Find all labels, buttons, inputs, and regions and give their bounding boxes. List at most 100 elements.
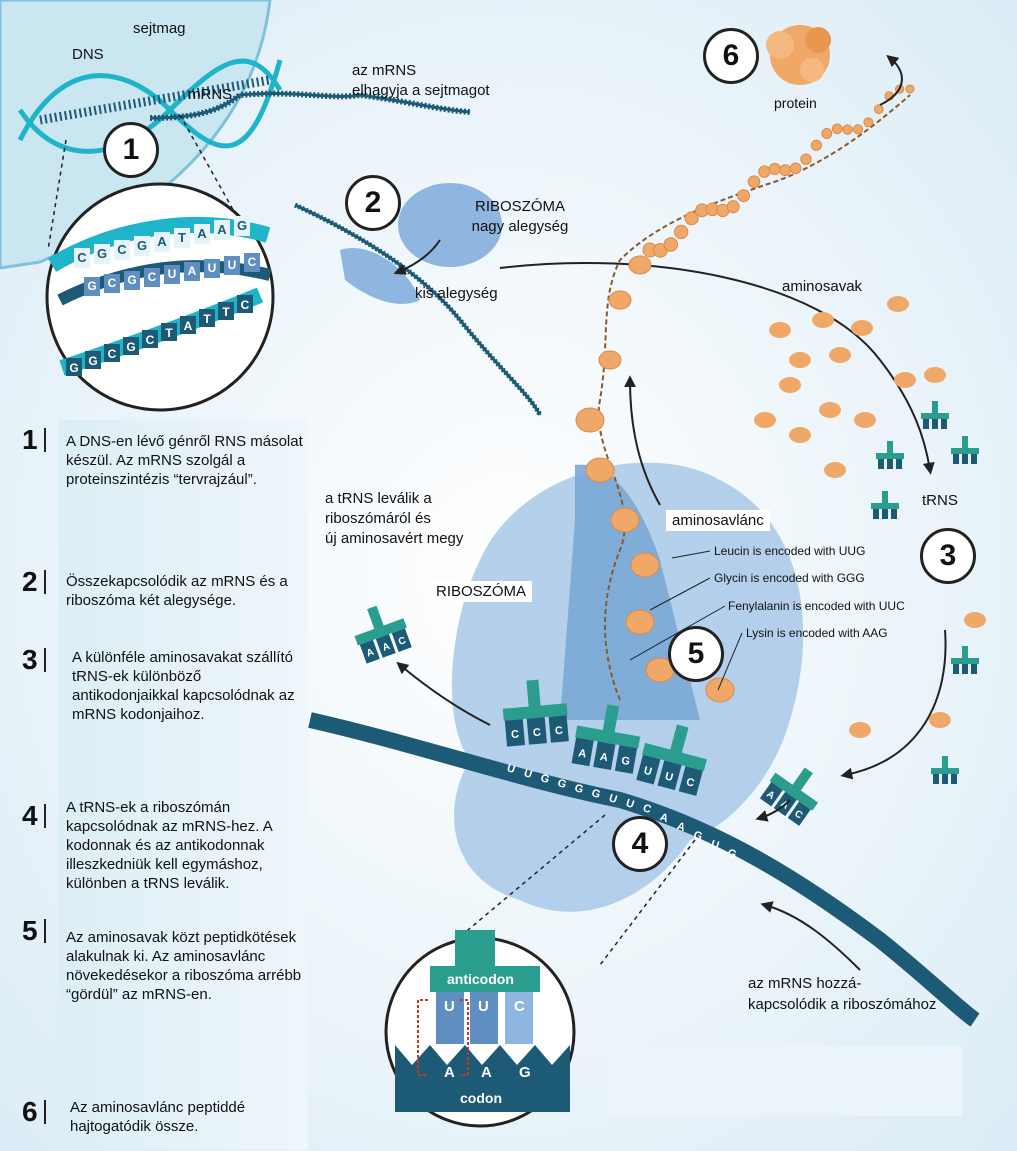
rna-base: C [108,276,117,290]
chain-tail-aminoacid [684,211,699,226]
bound-anticodon-base: A [599,751,609,764]
base-tile [74,248,90,268]
dna-bottom-base: A [184,319,193,333]
chain-tail-aminoacid [726,200,740,214]
dna-bottom-tile [199,309,215,327]
rna-base: U [208,261,217,275]
aminoacids-label: aminosavak [782,278,863,295]
free-aminoacid [779,377,801,393]
dna-bottom-base: T [222,305,230,319]
free-aminoacid [754,412,776,428]
mrna-base: G [590,787,602,801]
zoom-anticodon-1: U [444,998,455,1015]
chain-tail-aminoacid [674,224,689,240]
step-4-text: A tRNS-ek a riboszómán kapcsolódnak az m… [66,799,272,892]
dna-helix [17,58,283,154]
trna-leaves-line1: a tRNS leválik a [325,490,432,507]
rna-base: A [188,264,197,278]
empty-panel [606,1046,962,1116]
rna-base: U [168,267,177,281]
rna-tile [164,265,180,284]
chain-tail-aminoacid [852,124,864,135]
nucleus-label: sejtmag [133,20,186,37]
rna-base: G [87,279,96,293]
bound-anticodon-base: C [533,727,542,740]
dna-bottom-base: C [241,298,250,312]
chain-aminoacid [598,350,622,370]
rna-tile [124,271,140,290]
ribosome-assembly [293,183,543,417]
free-aminoacid [854,412,876,428]
marker-5: 5 [668,626,724,682]
dna-bottom-base: T [165,326,173,340]
mrna-attaches-line2: kapcsolódik a riboszómához [748,996,937,1013]
step-3-text: A különféle aminosavakat szállító tRNS-e… [72,649,295,723]
mrna-base: U [522,767,533,781]
dna-bottom-base: G [88,354,97,368]
rna-base: G [127,273,136,287]
chain-tail-aminoacid [737,189,751,203]
mrna-attaches-line1: az mRNS hozzá- [748,975,862,992]
step-1-number: 1 [22,424,38,455]
trna-leaves-line3: új aminosavért megy [325,530,464,547]
chain-label: aminosavlánc [666,510,770,531]
chain-tail-aminoacid [663,237,679,252]
mrna-leaves-line2: elhagyja a sejtmagot [352,82,490,99]
zoom-anticodon-3: C [514,998,525,1015]
rna-tile [244,253,260,272]
mrna-base: G [556,777,568,791]
chain-aminoacid [585,457,615,483]
codon-label: codon [460,1090,502,1106]
chain-tail-aminoacid [789,162,802,175]
mrna-base: G [726,847,738,861]
free-aminoacid [849,722,871,738]
step-4-number: 4 [22,800,38,831]
rna-base: C [148,270,157,284]
base-tile [94,244,110,264]
chain-tail-aminoacid [810,139,822,151]
free-aminoacid [894,372,916,388]
peptide-backbone [597,94,911,701]
dna-bottom-tile [161,323,177,341]
mrna-leaving-backbone [149,92,471,120]
free-aminoacid [829,347,851,363]
rna-base: C [248,255,257,269]
small-trna [876,441,904,469]
aminoacid-chain [575,84,915,703]
mrna-base: G [573,782,585,796]
free-aminoacid [887,296,909,312]
dna-bottom-tile [104,344,120,362]
dna-top-base: A [197,226,207,241]
dna-bottom-base: T [203,312,211,326]
chain-aminoacid [628,255,652,275]
dna-top-base: C [117,242,127,257]
chain-aminoacid [705,677,735,703]
free-anticodon-base: A [381,641,392,654]
marker-3: 3 [920,528,976,584]
bound-anticodon-base: U [642,765,653,779]
rna-base: U [228,258,237,272]
free-aminoacid [789,427,811,443]
chain-aminoacid [625,609,655,635]
dna-top-base: C [77,250,87,265]
small-trna [921,401,949,429]
dna-bottom-tile [66,358,82,376]
marker-4: 4 [612,816,668,872]
trna-leaves-line2: riboszómáról és [325,510,431,527]
dna-bottom-base: C [108,347,117,361]
mrna-base: C [641,802,652,816]
free-aminoacid [824,462,846,478]
base-tile [154,232,170,252]
base-tile [214,220,230,240]
chain-tail-aminoacid [831,123,843,135]
annotation-lysin: Lysin is encoded with AAG [746,626,888,640]
chain-aminoacid [630,552,660,578]
dna-top-base: A [217,222,227,237]
left-text-panel [58,420,308,1150]
dna-bottom-tile [218,302,234,320]
